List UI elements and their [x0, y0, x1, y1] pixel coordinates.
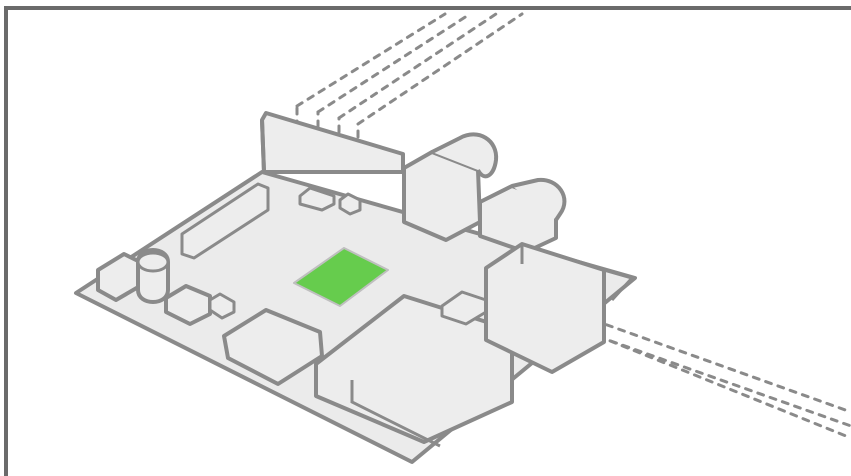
small-connectors	[298, 186, 362, 216]
soc-chip	[293, 247, 389, 307]
sd-card-slot	[222, 308, 324, 386]
gpio-ribbon-cable	[295, 12, 524, 152]
audio-jack	[402, 132, 499, 242]
usb-ports	[484, 242, 635, 374]
capacitor	[136, 248, 170, 304]
gpio-header	[260, 111, 405, 174]
ethernet-port	[314, 294, 514, 448]
frame	[4, 6, 851, 476]
rca-connector	[478, 177, 567, 254]
usb-ethernet-cables	[572, 314, 851, 440]
voltage-regulator	[164, 284, 236, 326]
display-connector	[180, 182, 270, 260]
